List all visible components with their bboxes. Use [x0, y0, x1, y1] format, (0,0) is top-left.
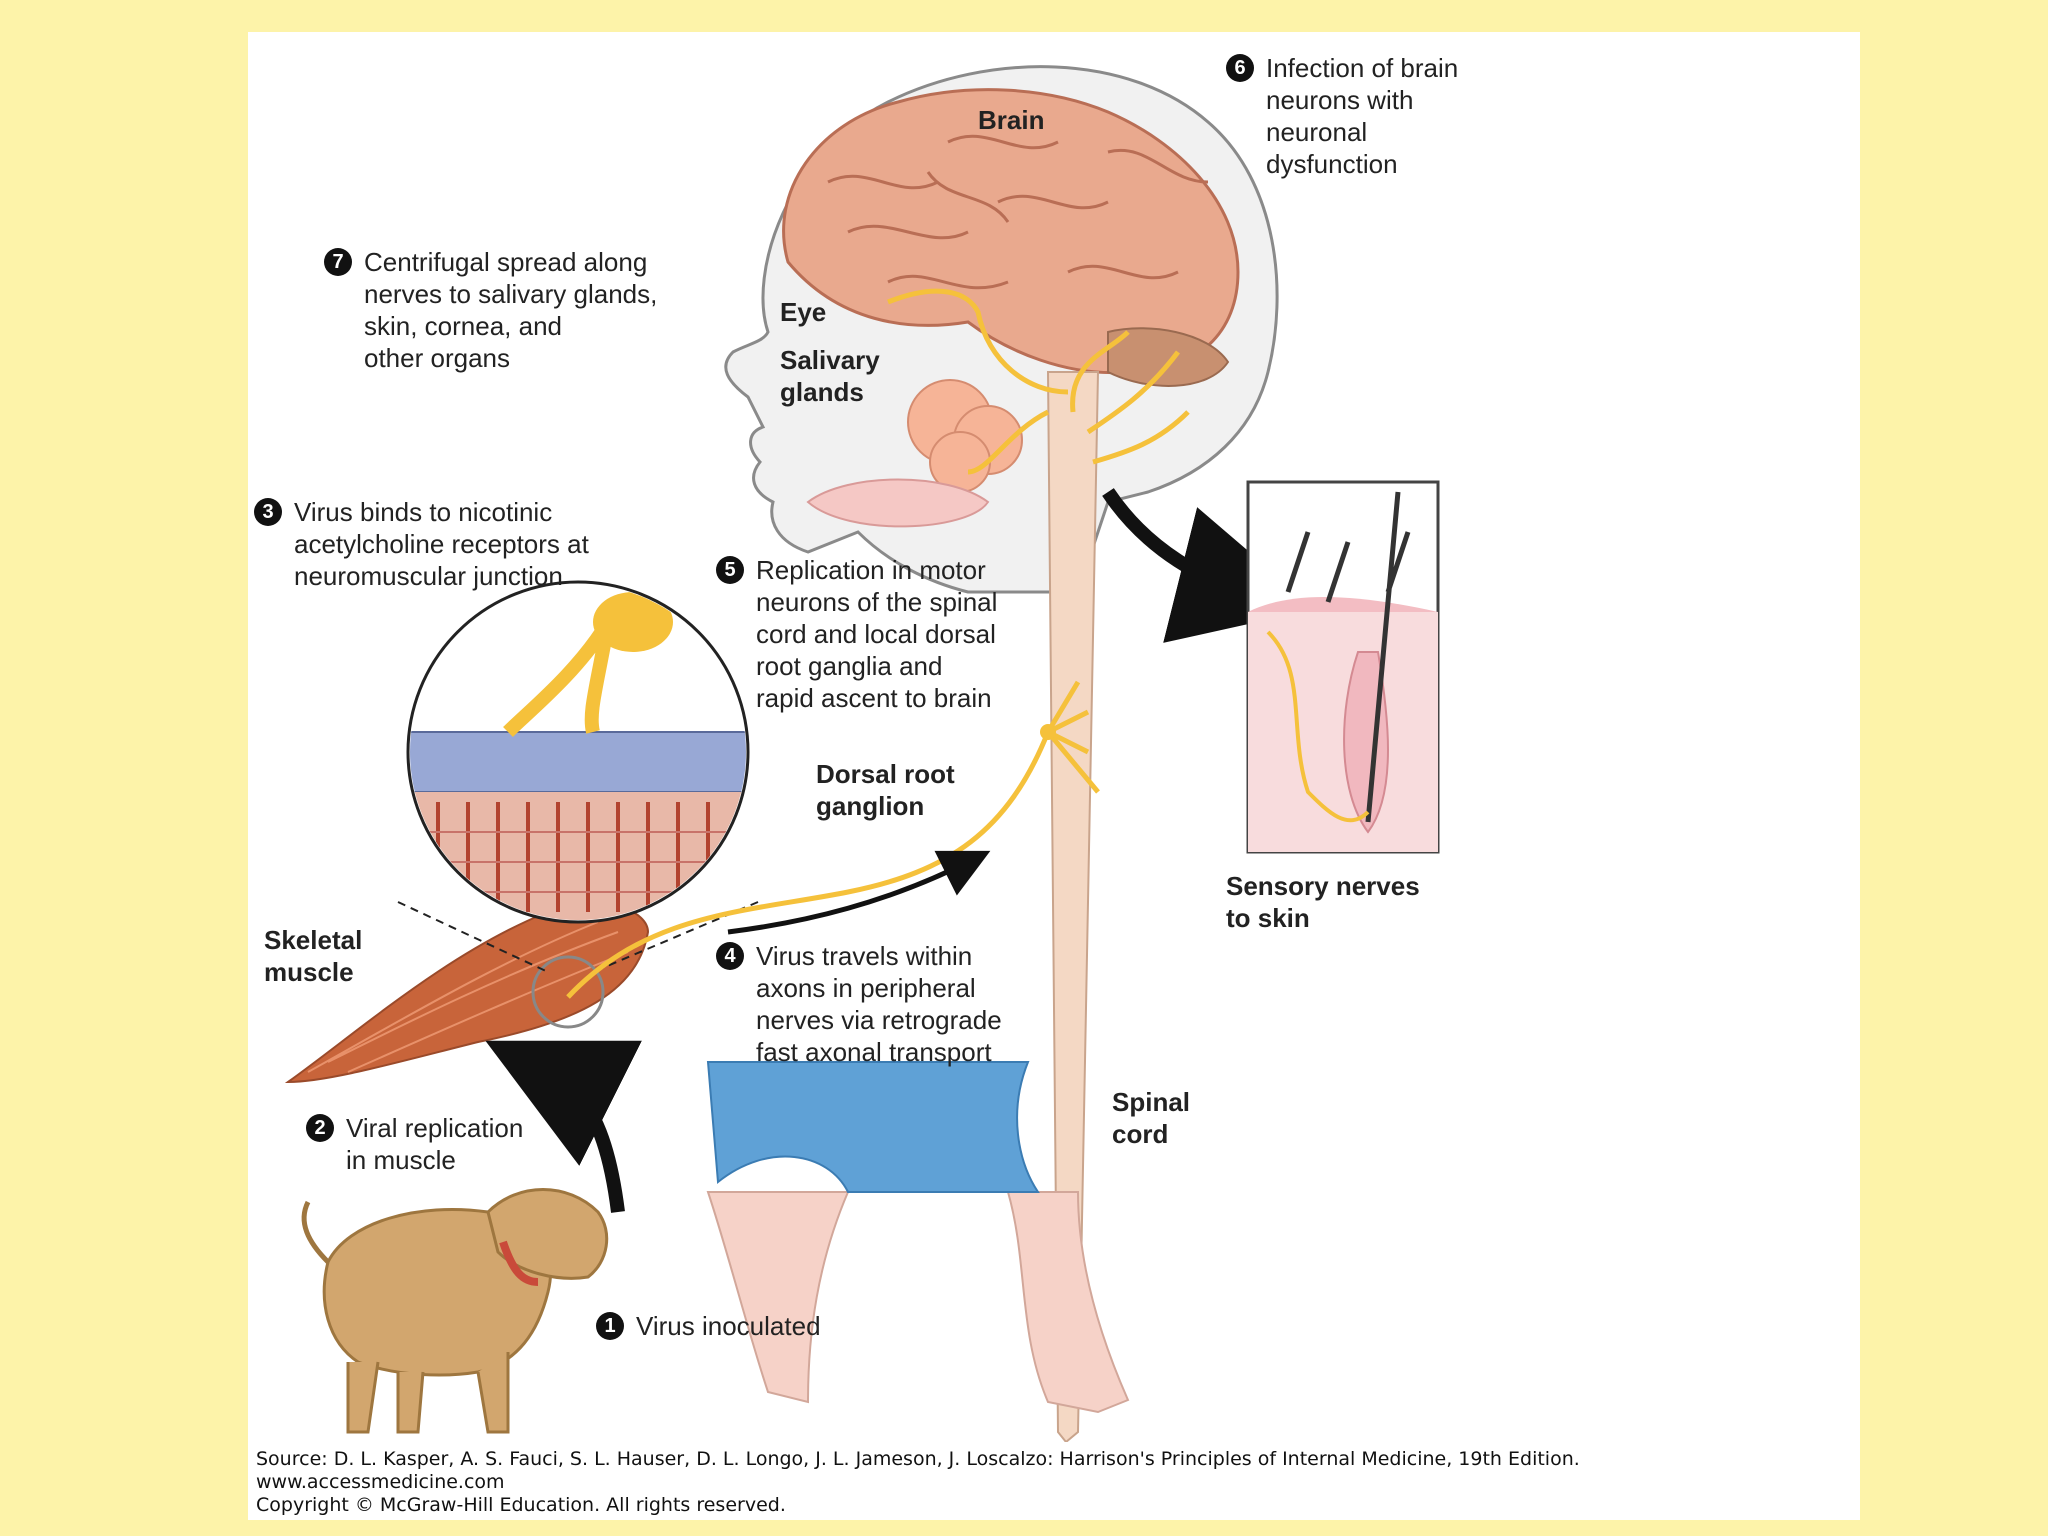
label-salivary-glands: Salivary glands — [780, 344, 880, 408]
label-eye: Eye — [780, 297, 827, 327]
label-salivary-line-2: glands — [780, 377, 864, 407]
step-5-line-3: cord and local dorsal — [756, 619, 996, 649]
label-dorsal-line-2: ganglion — [816, 791, 925, 821]
label-skeletal-line-1: Skeletal — [264, 925, 363, 955]
step-4-line-2: axons in peripheral — [756, 973, 976, 1003]
label-sensory-line-1: Sensory nerves — [1226, 871, 1420, 901]
step-5: 5 Replication in motor neurons of the sp… — [716, 554, 997, 714]
label-spinal-cord: Spinal cord — [1112, 1086, 1190, 1150]
step-badge: 4 — [716, 942, 744, 970]
step-6-line-1: Infection of brain — [1266, 53, 1459, 83]
step-7-line-1: Centrifugal spread along — [364, 247, 648, 277]
skin-inset — [1246, 480, 1440, 854]
label-dorsal-line-1: Dorsal root — [816, 759, 955, 789]
step-7-line-4: other organs — [364, 343, 510, 373]
step-6-line-4: dysfunction — [1266, 149, 1398, 179]
head-nerves — [887, 288, 1190, 475]
label-spinal-line-2: cord — [1112, 1119, 1169, 1149]
step-badge: 1 — [596, 1312, 624, 1340]
label-sensory-nerves: Sensory nerves to skin — [1226, 870, 1420, 934]
step-5-line-4: root ganglia and — [756, 651, 943, 681]
step-2: 2 Viral replication in muscle — [306, 1112, 523, 1176]
retrograde-arrow — [727, 850, 991, 935]
rabies-pathogenesis-illustration — [284, 65, 1440, 1442]
label-skeletal-line-2: muscle — [264, 957, 354, 987]
step-3-line-3: neuromuscular junction — [294, 561, 563, 591]
legs-and-shorts — [706, 1061, 1130, 1414]
step-4-line-4: fast axonal transport — [756, 1037, 992, 1067]
step-2-line-1: Viral replication — [346, 1113, 524, 1143]
step-7: 7 Centrifugal spread along nerves to sal… — [324, 246, 657, 374]
neuromuscular-junction-magnified — [397, 580, 759, 973]
step-1: 1 Virus inoculated — [596, 1310, 821, 1342]
step-6: 6 Infection of brain neurons with neuron… — [1226, 52, 1458, 180]
source-line: Source: D. L. Kasper, A. S. Fauci, S. L.… — [256, 1448, 1580, 1470]
step-5-line-1: Replication in motor — [756, 555, 986, 585]
dorsal-root-ganglion-mark — [1040, 724, 1056, 740]
step-2-line-2: in muscle — [346, 1145, 456, 1175]
label-spinal-line-1: Spinal — [1112, 1087, 1191, 1117]
step-5-line-2: neurons of the spinal — [756, 587, 998, 617]
step-5-line-5: rapid ascent to brain — [756, 683, 992, 713]
peripheral-nerve — [566, 680, 1100, 999]
step-badge: 2 — [306, 1114, 334, 1142]
step-badge: 5 — [716, 556, 744, 584]
step-3-line-1: Virus binds to nicotinic — [294, 497, 553, 527]
step-7-line-3: skin, cornea, and — [364, 311, 563, 341]
label-sensory-line-2: to skin — [1226, 903, 1310, 933]
step-4: 4 Virus travels within axons in peripher… — [716, 940, 1002, 1068]
step-4-line-3: nerves via retrograde — [756, 1005, 1002, 1035]
step-badge: 7 — [324, 248, 352, 276]
label-salivary-line-1: Salivary — [780, 345, 880, 375]
mouth — [806, 478, 990, 528]
label-dorsal-root-ganglion: Dorsal root ganglion — [816, 758, 955, 822]
dog — [301, 1188, 609, 1434]
source-citation: Source: D. L. Kasper, A. S. Fauci, S. L.… — [256, 1448, 1866, 1517]
skeletal-muscle — [284, 902, 650, 1084]
step-badge: 3 — [254, 498, 282, 526]
label-skeletal-muscle: Skeletal muscle — [264, 924, 362, 988]
replication-arrow — [485, 1040, 642, 1213]
spread-to-skin-arrow — [1102, 488, 1316, 643]
step-3: 3 Virus binds to nicotinic acetylcholine… — [254, 496, 589, 592]
label-brain: Brain — [978, 105, 1045, 135]
step-3-line-2: acetylcholine receptors at — [294, 529, 589, 559]
step-badge: 6 — [1226, 54, 1254, 82]
copyright-line: Copyright © McGraw-Hill Education. All r… — [256, 1494, 786, 1516]
step-6-line-3: neuronal — [1266, 117, 1368, 147]
step-6-line-2: neurons with — [1266, 85, 1414, 115]
brain — [782, 88, 1240, 387]
step-4-line-1: Virus travels within — [756, 941, 973, 971]
step-7-line-2: nerves to salivary glands, — [364, 279, 658, 309]
source-url: www.accessmedicine.com — [256, 1471, 505, 1493]
step-1-line-1: Virus inoculated — [636, 1311, 821, 1341]
